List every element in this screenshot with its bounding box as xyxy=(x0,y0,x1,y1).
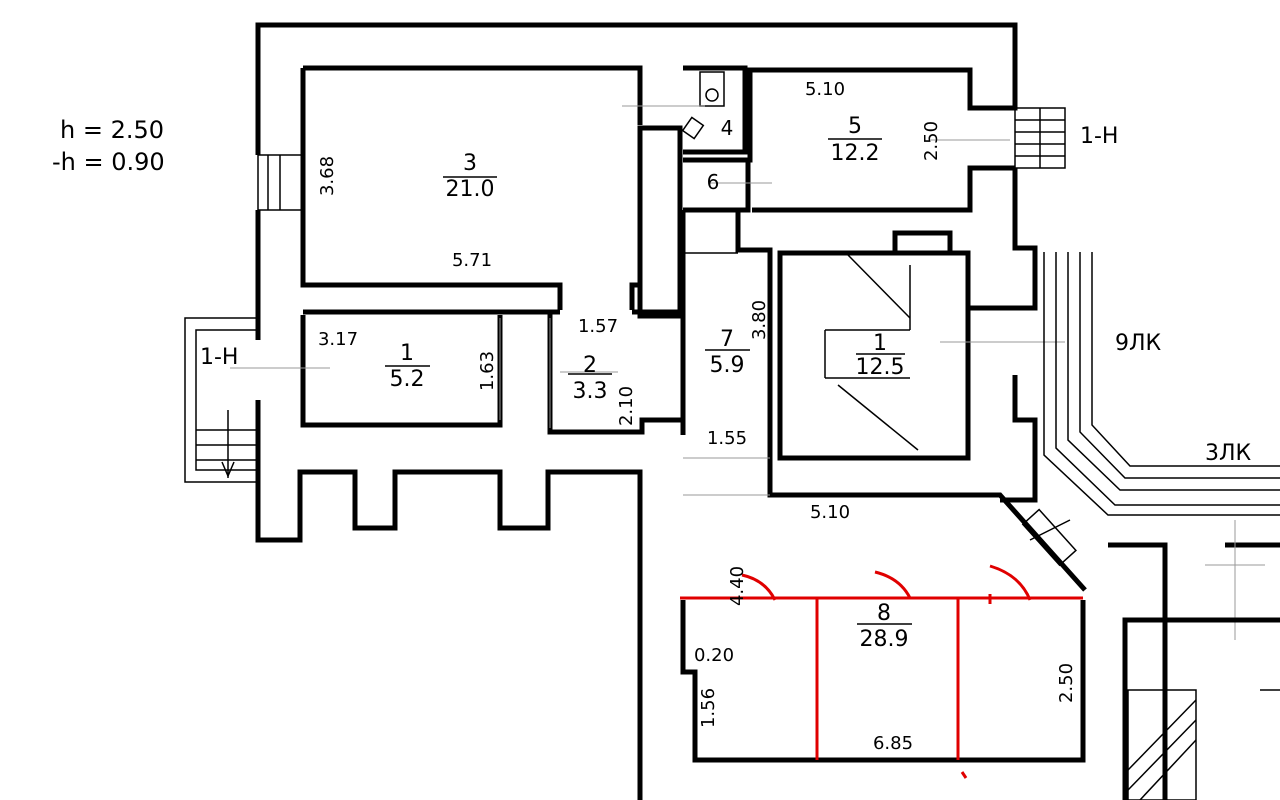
dim-6-85: 6.85 xyxy=(873,733,913,754)
dim-3-17: 3.17 xyxy=(318,329,358,350)
dim-4-40: 4.40 xyxy=(727,566,748,606)
room-1-left-number: 1 xyxy=(400,341,414,366)
room-1-left-area: 5.2 xyxy=(390,367,425,392)
dim-5-10-mid: 5.10 xyxy=(810,502,850,523)
room-3-area: 21.0 xyxy=(446,177,495,202)
dim-0-20: 0.20 xyxy=(694,645,734,666)
stair-9-label: 9ЛК xyxy=(1115,331,1162,356)
room-8-number: 8 xyxy=(877,601,891,626)
dim-1-57: 1.57 xyxy=(578,316,618,337)
dim-2-50-room8: 2.50 xyxy=(1056,663,1077,703)
room-7-walls xyxy=(680,210,1087,592)
room-2-number: 2 xyxy=(583,353,597,378)
room-1-stair-area: 12.5 xyxy=(856,355,905,380)
room-7-number: 7 xyxy=(720,327,734,352)
lower-right-stairs xyxy=(1122,617,1280,800)
dim-3-68: 3.68 xyxy=(317,156,338,196)
dim-1-55: 1.55 xyxy=(707,428,747,449)
exit-left-label: 1-H xyxy=(200,345,238,370)
dim-5-10-top: 5.10 xyxy=(805,79,845,100)
room-7-area: 5.9 xyxy=(710,353,745,378)
left-entrance-stairs xyxy=(184,317,258,483)
room-fraction-lines xyxy=(385,138,912,625)
room-6-number: 6 xyxy=(707,170,720,194)
room-2-walls xyxy=(547,309,683,435)
room-8-area: 28.9 xyxy=(860,627,909,652)
outside-ramp xyxy=(1043,252,1280,640)
dim-1-63: 1.63 xyxy=(477,351,498,391)
room-6-walls xyxy=(683,157,772,213)
room-4-walls xyxy=(622,65,748,155)
angled-door xyxy=(1021,508,1077,567)
stair-room-walls xyxy=(777,230,1065,461)
outer-walls xyxy=(255,22,1280,800)
dim-5-71: 5.71 xyxy=(452,250,492,271)
exit-right-label: 1-H xyxy=(1080,124,1118,149)
room-1-stair-number: 1 xyxy=(873,331,887,356)
left-window xyxy=(257,154,304,211)
room-4-number: 4 xyxy=(721,116,734,140)
stair-3-label: 3ЛК xyxy=(1205,441,1252,466)
dim-2-50-room5: 2.50 xyxy=(921,121,942,161)
room-5-area: 12.2 xyxy=(831,141,880,166)
dim-1-56: 1.56 xyxy=(698,688,719,728)
room-8-walls xyxy=(680,564,1086,779)
room-5-number: 5 xyxy=(848,114,862,139)
height-label: h = 2.50 xyxy=(60,116,164,144)
room-3-number: 3 xyxy=(463,151,477,176)
room-5-walls xyxy=(752,139,1015,213)
under-height-label: -h = 0.90 xyxy=(52,148,165,176)
room-2-area: 3.3 xyxy=(573,379,608,404)
dim-3-80: 3.80 xyxy=(749,300,770,340)
dim-2-10: 2.10 xyxy=(616,386,637,426)
right-entrance-steps xyxy=(1014,107,1066,169)
room-1-walls xyxy=(230,309,560,428)
